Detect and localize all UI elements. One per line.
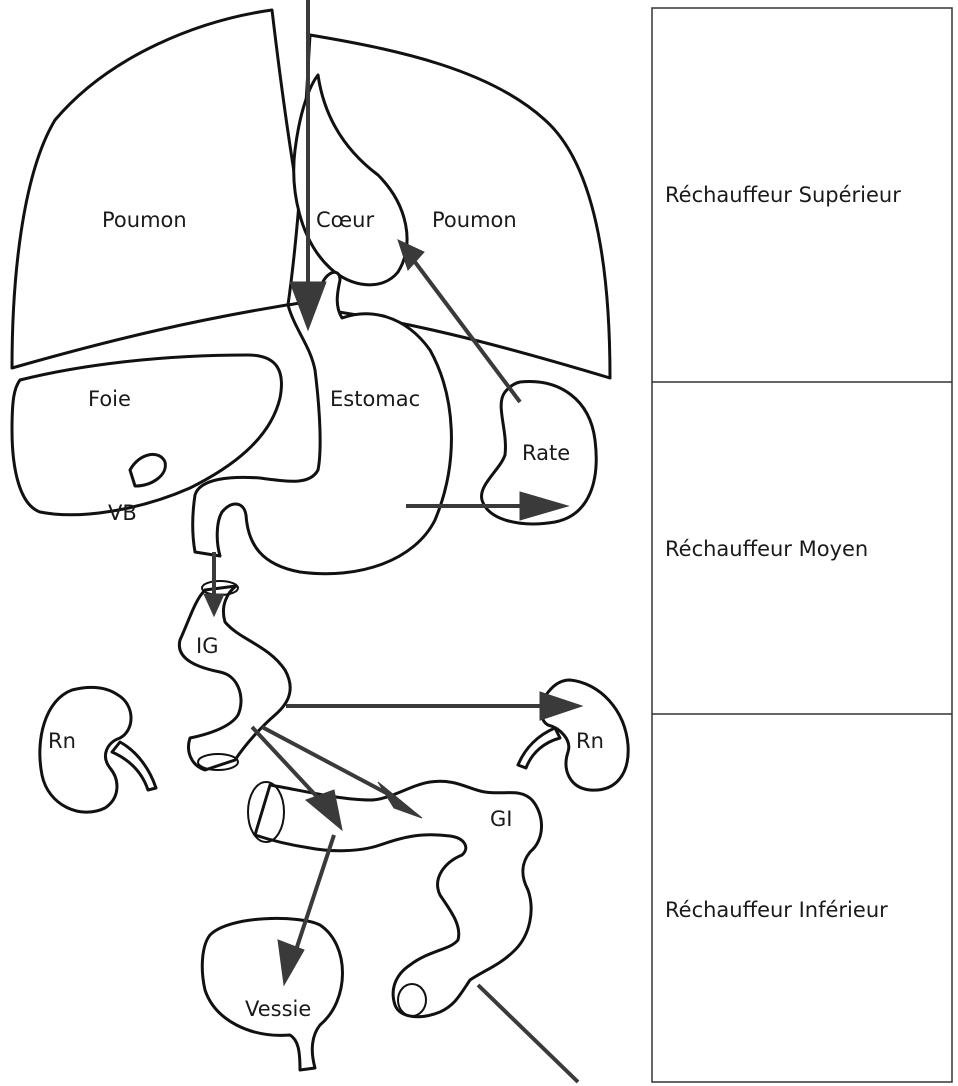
section-lower-label: Réchauffeur Inférieur: [665, 898, 888, 922]
label-stomach: Estomac: [330, 387, 420, 411]
label-spleen: Rate: [522, 441, 570, 465]
section-middle-label: Réchauffeur Moyen: [665, 537, 868, 561]
label-heart: Cœur: [316, 208, 374, 232]
label-lung-right: Poumon: [432, 208, 517, 232]
label-kidney-right: Rn: [576, 729, 604, 753]
label-kidney-left: Rn: [48, 729, 76, 753]
label-small-intestine: IG: [196, 634, 218, 658]
label-bladder: Vessie: [245, 997, 311, 1021]
label-gallbladder: VB: [108, 501, 137, 525]
arrow-excretion: [478, 985, 578, 1082]
section-table: Réchauffeur Supérieur Réchauffeur Moyen …: [652, 8, 952, 1082]
kidney-left-ureter: [112, 742, 156, 790]
section-upper-label: Réchauffeur Supérieur: [665, 183, 901, 207]
small-intestine-shape: [179, 586, 290, 770]
label-lung-left: Poumon: [102, 208, 187, 232]
kidney-right-ureter: [518, 728, 560, 768]
label-large-intestine: GI: [490, 807, 512, 831]
bladder-shape: [202, 918, 342, 1070]
label-liver: Foie: [88, 387, 131, 411]
lung-left-shape: [12, 10, 318, 368]
